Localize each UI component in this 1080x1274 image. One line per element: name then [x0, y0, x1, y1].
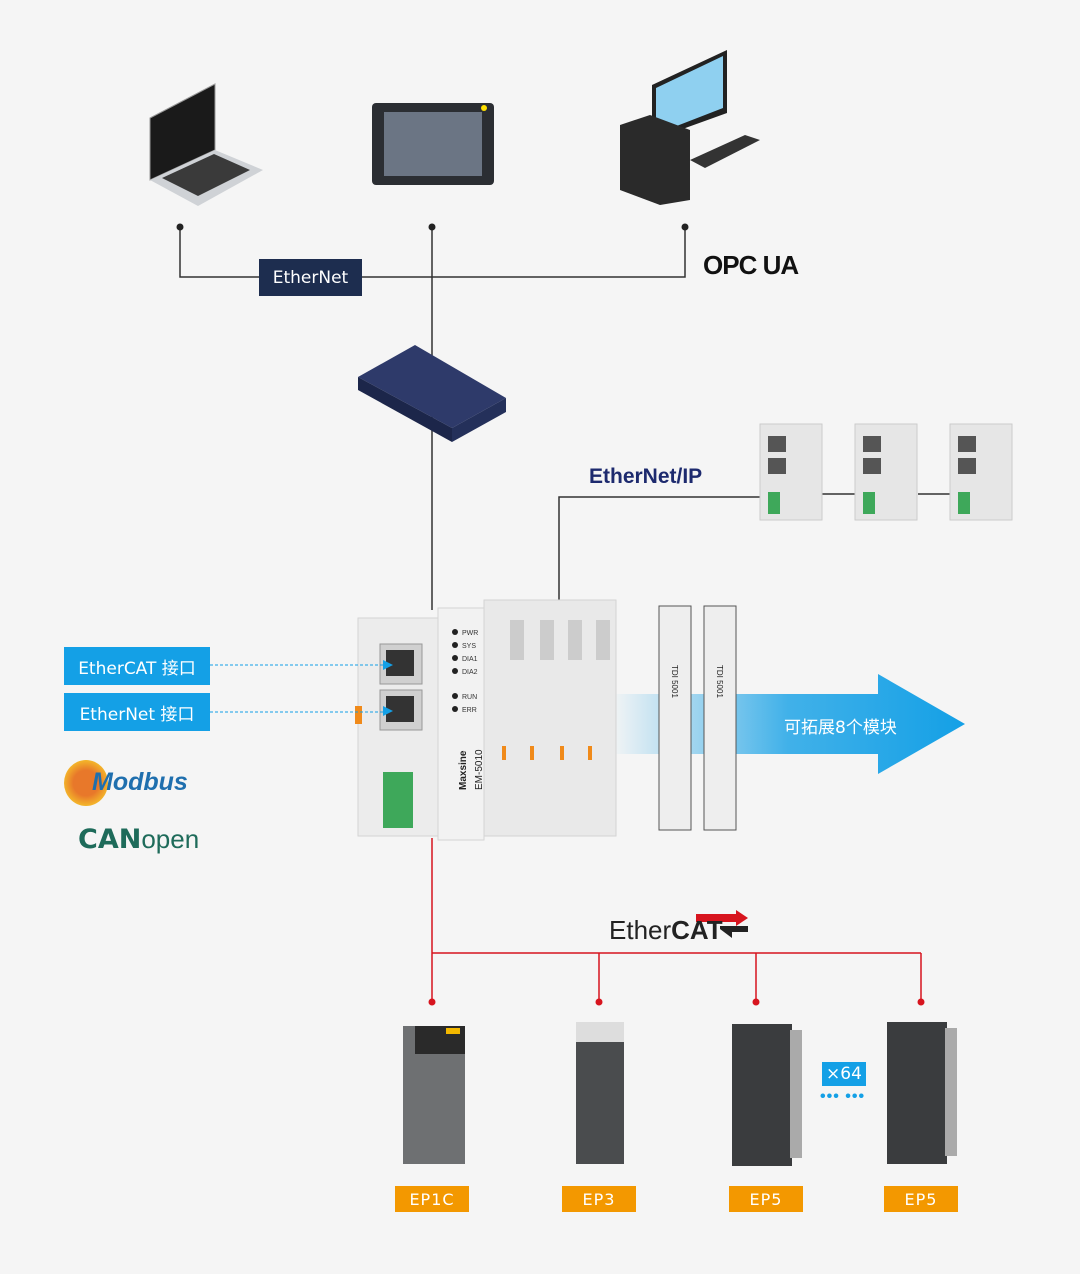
led-label: RUN	[462, 694, 477, 701]
servo-drive-ep1c	[403, 1026, 465, 1164]
canopen-logo: CANopen	[78, 824, 200, 855]
ethercat-lines	[431, 838, 922, 1002]
drive-label-ep5: EP5	[884, 1186, 958, 1212]
ethernet-ip-logo: EtherNet/IP	[589, 465, 703, 488]
led-label: ERR	[462, 707, 477, 714]
led-label: SYS	[462, 643, 476, 650]
io-module: TDI 5001	[703, 605, 737, 831]
ethercat-logo: EtherCAT	[609, 915, 723, 945]
desktop-computer-icon	[620, 50, 760, 205]
servo-drive-ep3	[576, 1022, 624, 1164]
led-label: PWR	[462, 630, 478, 637]
ethernet-port-label: EtherNet 接口	[64, 693, 210, 731]
expansion-arrow-label: 可拓展8个模块	[784, 718, 897, 738]
svg-text:TDI 5001: TDI 5001	[715, 665, 724, 698]
drive-count-badge: ×64	[822, 1062, 866, 1086]
node-dot	[428, 223, 436, 231]
led-label: DIA1	[462, 656, 478, 663]
servo-drive-ep5	[732, 1024, 802, 1166]
ethernet-label: EtherNet	[259, 259, 362, 296]
drive-label-ep3: EP3	[562, 1186, 636, 1212]
motion-controller: PWR SYS DIA1 DIA2 RUN ERR Maxsine EM-501…	[355, 599, 617, 841]
remote-io-module	[759, 423, 823, 521]
node-dot	[176, 223, 184, 231]
servo-drive-ep5	[887, 1022, 957, 1164]
node-dot	[595, 998, 603, 1006]
ellipsis: ••• •••	[820, 1088, 866, 1105]
laptop-icon	[149, 83, 263, 206]
node-dot	[681, 223, 689, 231]
expansion-arrow	[610, 674, 965, 774]
remote-io-module	[854, 423, 918, 521]
svg-text:TDI 5001: TDI 5001	[670, 665, 679, 698]
led-label: DIA2	[462, 669, 478, 676]
drive-label-ep1c: EP1C	[395, 1186, 469, 1212]
remote-io-module	[949, 423, 1013, 521]
node-dot	[428, 998, 436, 1006]
network-switch-icon	[358, 345, 506, 442]
touch-panel-icon	[372, 103, 494, 185]
io-module: TDI 5001	[658, 605, 692, 831]
ethercat-port-label: EtherCAT 接口	[64, 647, 210, 685]
node-dot	[917, 998, 925, 1006]
node-dot	[752, 998, 760, 1006]
opc-ua-logo: OPC UA	[703, 250, 799, 280]
ethercat-logo-arrows	[696, 910, 748, 938]
drive-label-ep5: EP5	[729, 1186, 803, 1212]
controller-brand: Maxsine	[458, 750, 469, 790]
modbus-flower-icon	[64, 760, 108, 806]
controller-model: EM-5010	[474, 749, 485, 790]
ethernet-ip-modules	[759, 423, 1013, 521]
